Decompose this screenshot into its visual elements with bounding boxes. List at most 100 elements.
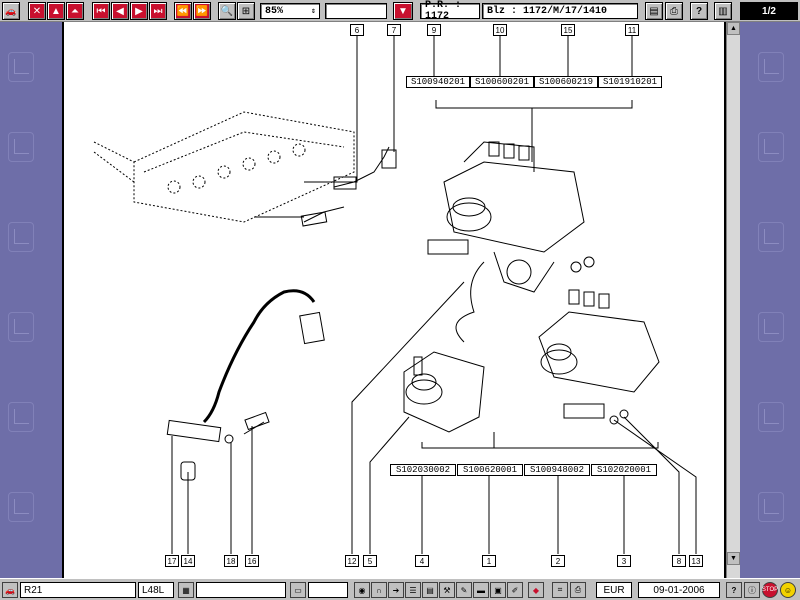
mac-icon (8, 402, 34, 432)
empty-field (308, 582, 348, 598)
list-icon[interactable]: ☰ (405, 582, 421, 598)
callout-number[interactable]: 18 (224, 555, 238, 567)
print-icon[interactable]: ⎙ (665, 2, 683, 20)
currency-field[interactable]: EUR (596, 582, 632, 598)
callout-number[interactable]: 13 (689, 555, 703, 567)
pr-label: P.R. : 1172 (425, 0, 462, 22)
calc-icon[interactable]: ⌗ (552, 582, 568, 598)
mac-icon (8, 492, 34, 522)
forward-icon[interactable]: ⏩ (193, 2, 211, 20)
zoom-icon[interactable]: 🔍 (218, 2, 236, 20)
callout-number[interactable]: 12 (345, 555, 359, 567)
blank-label-box (427, 239, 469, 255)
top-icon[interactable]: ⏶ (66, 2, 84, 20)
callout-number[interactable]: 10 (493, 24, 507, 36)
diagram-page: 6 7 9 10 15 11 S100940201 S100600201 S10… (62, 22, 726, 578)
part-ref[interactable]: S100600201 (470, 76, 534, 88)
sensor-7 (381, 149, 397, 169)
mac-icon (8, 312, 34, 342)
mac-icon (8, 52, 34, 82)
callout-number[interactable]: 9 (427, 24, 441, 36)
callout-number[interactable]: 11 (625, 24, 639, 36)
page-count: 1/2 (740, 2, 798, 20)
callout-number[interactable]: 6 (350, 24, 364, 36)
fit-icon[interactable]: ⊞ (237, 2, 255, 20)
help-button[interactable]: ? (690, 2, 708, 20)
page-icon[interactable]: ▥ (714, 2, 732, 20)
first-page-icon[interactable]: ⏮ (92, 2, 110, 20)
grid-icon[interactable]: ▦ (178, 582, 194, 598)
right-panel (740, 22, 800, 578)
magnet-icon[interactable]: ∩ (371, 582, 387, 598)
part-ref[interactable]: S101910201 (598, 76, 662, 88)
record-icon[interactable]: ◉ (354, 582, 370, 598)
zoom-select[interactable]: 85% ⇕ (260, 3, 320, 19)
close-doc-icon[interactable]: ✕ (28, 2, 46, 20)
car-icon[interactable]: 🚗 (2, 2, 20, 20)
card-icon[interactable]: ▬ (473, 582, 489, 598)
callout-number[interactable]: 15 (561, 24, 575, 36)
callout-number[interactable]: 3 (617, 555, 631, 567)
document-icon[interactable]: ▤ (645, 2, 663, 20)
sensor-6 (333, 176, 357, 190)
callout-number[interactable]: 14 (181, 555, 195, 567)
doc-icon[interactable]: ▭ (290, 582, 306, 598)
tool-icon[interactable]: ⚒ (439, 582, 455, 598)
callout-number[interactable]: 8 (672, 555, 686, 567)
bottom-toolbar: 🚗 R21 L48L ▦ ▭ ◉ ∩ ➔ ☰ ▤ ⚒ ✎ ▬ ▣ ✐ ◆ ⌗ ⎙… (0, 578, 800, 600)
pencil-icon[interactable]: ✐ (507, 582, 523, 598)
blz-label: Blz : 1172/M/17/1410 (487, 5, 608, 17)
print-icon[interactable]: ⎙ (570, 582, 586, 598)
mac-icon (758, 312, 784, 342)
ignition-coil-center (403, 351, 485, 433)
search-arrow-icon[interactable]: ▼ (393, 2, 413, 20)
next-page-icon[interactable]: ▶ (130, 2, 148, 20)
arrow-icon[interactable]: ➔ (388, 582, 404, 598)
left-panel (0, 22, 62, 578)
callout-number[interactable]: 7 (387, 24, 401, 36)
callout-number[interactable]: 5 (363, 555, 377, 567)
crank-sensor (166, 289, 325, 481)
sensor-wire (333, 146, 390, 188)
tag-icon[interactable]: ✎ (456, 582, 472, 598)
mac-icon (758, 402, 784, 432)
pr-field: P.R. : 1172 (420, 0, 480, 22)
vertical-scrollbar[interactable]: ▲ ▼ (726, 22, 740, 578)
last-page-icon[interactable]: ⏭ (149, 2, 167, 20)
part-ref[interactable]: S100940201 (406, 76, 470, 88)
ignition-module-right (538, 289, 660, 419)
scroll-up-icon[interactable]: ▲ (727, 22, 740, 35)
prev-page-icon[interactable]: ◀ (111, 2, 129, 20)
callout-number[interactable]: 17 (165, 555, 179, 567)
ignition-module-top (427, 141, 585, 344)
part-ref[interactable]: S100600219 (534, 76, 598, 88)
callout-number[interactable]: 16 (245, 555, 259, 567)
stop-button[interactable]: STOP (762, 582, 778, 598)
part-ref[interactable]: S100620001 (457, 464, 523, 476)
scroll-down-icon[interactable]: ▼ (727, 552, 740, 565)
search-input[interactable] (325, 3, 387, 19)
car-icon[interactable]: 🚗 (2, 582, 18, 598)
info-icon[interactable]: ⓘ (744, 582, 760, 598)
callout-number[interactable]: 1 (482, 555, 496, 567)
help-button[interactable]: ? (726, 582, 742, 598)
alert-icon[interactable]: ◆ (528, 582, 544, 598)
zoom-value: 85% (265, 5, 284, 17)
up-icon[interactable]: ▲ (47, 2, 65, 20)
part-ref[interactable]: S102030002 (390, 464, 456, 476)
smiley-icon[interactable]: ☺ (780, 582, 796, 598)
part-ref[interactable]: S102020001 (591, 464, 657, 476)
callout-number[interactable]: 2 (551, 555, 565, 567)
mac-icon (8, 222, 34, 252)
mac-icon (758, 52, 784, 82)
rewind-icon[interactable]: ⏪ (174, 2, 192, 20)
table-icon[interactable]: ▤ (422, 582, 438, 598)
top-toolbar: 🚗 ✕ ▲ ⏶ ⏮ ◀ ▶ ⏭ ⏪ ⏩ 🔍 ⊞ 85% ⇕ ▼ P.R. : 11… (0, 0, 800, 22)
callout-number[interactable]: 4 (415, 555, 429, 567)
parts-diagram (93, 34, 697, 554)
chevron-down-icon: ⇕ (311, 7, 316, 16)
part-ref[interactable]: S100948002 (524, 464, 590, 476)
book-icon[interactable]: ▣ (490, 582, 506, 598)
mac-icon (758, 492, 784, 522)
mac-icon (8, 132, 34, 162)
